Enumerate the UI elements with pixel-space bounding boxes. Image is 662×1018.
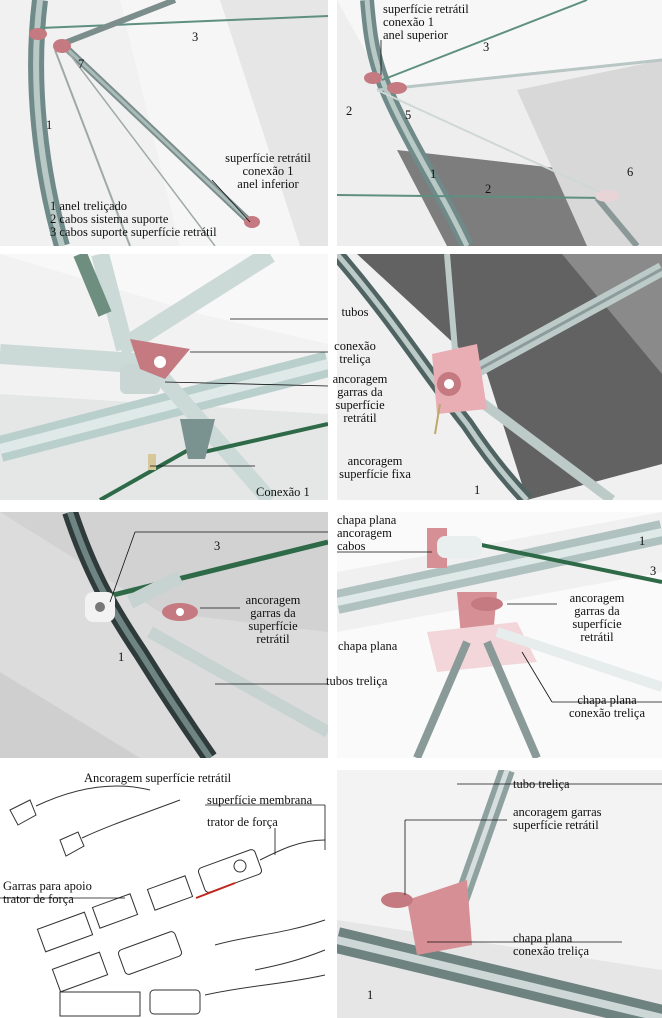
upper-ring-render <box>337 0 662 246</box>
panel-flat-plate-connection: 1 3 ancoragem garras da superfície retrá… <box>337 512 662 758</box>
anchor-sketch-drawing <box>0 785 326 1017</box>
label-tubes: tubos <box>341 305 369 319</box>
label-membrane-surface: superfície membrana <box>207 793 313 807</box>
legend: 1 anel treliçado 2 cabos sistema suporte… <box>50 199 217 239</box>
label-number-1: 1 <box>474 483 481 497</box>
label-number-5: 5 <box>405 108 412 122</box>
label-flat-plate: chapa plana <box>338 639 398 653</box>
callout-lower-ring: superfície retrátil conexão 1 anel infer… <box>225 151 311 191</box>
panel-truss-connection <box>337 254 662 500</box>
label-number-6: 6 <box>627 165 634 179</box>
connection-1-render <box>0 254 328 500</box>
label-force-tractor: trator de força <box>207 815 278 829</box>
label-flat-plate-truss: chapa plana conexão treliça <box>569 693 645 720</box>
flat-plate-render <box>337 512 662 758</box>
label-number-1: 1 <box>46 118 53 132</box>
label-support-claws: Garras para apoio trator de força <box>3 879 92 906</box>
panel-ring-cable-anchor: 3 1 ancoragem garras da superfície retrá… <box>0 512 328 758</box>
truss-tube-anchor-render <box>337 770 662 1018</box>
ring-cable-anchor-render <box>0 512 328 758</box>
panel-connection-1-detail: Conexão 1 <box>0 254 328 500</box>
panel-lower-ring-connection: 1 3 7 superfície retrátil conexão 1 anel… <box>0 0 328 246</box>
label-number-3: 3 <box>192 30 199 44</box>
label-retractable-anchor: ancoragem garras da superfície retrátil <box>245 593 301 646</box>
label-retractable-anchor: ancoragem garras da superfície retrátil <box>332 372 388 425</box>
label-flat-plate-cables: chapa plana ancoragem cabos <box>337 513 397 553</box>
label-number-1: 1 <box>367 988 374 1002</box>
label-truss-tube: tubo treliça <box>513 777 570 791</box>
label-number-1: 1 <box>639 534 646 548</box>
label-fixed-anchor: ancoragem superfície fixa <box>339 454 411 481</box>
label-number-3: 3 <box>214 539 221 553</box>
label-flat-plate-truss: chapa plana conexão treliça <box>513 931 589 958</box>
panel-anchor-sketch: Ancoragem superfície retrátil superfície… <box>0 770 328 1018</box>
label-number-3: 3 <box>483 40 490 54</box>
label-retractable-anchor-title: Ancoragem superfície retrátil <box>84 771 232 785</box>
label-number-1: 1 <box>118 650 125 664</box>
panel-truss-tube-anchor: tubo treliça ancoragem garras superfície… <box>337 770 662 1018</box>
label-number-3: 3 <box>650 564 657 578</box>
label-number-2: 2 <box>346 104 353 118</box>
label-retractable-anchor: ancoragem garras da superfície retrátil <box>569 591 625 644</box>
callout-upper-ring: superfície retrátil conexão 1 anel super… <box>383 2 469 42</box>
label-number-1: 1 <box>430 167 437 181</box>
label-truss-connection: conexão treliça <box>334 339 376 366</box>
panel-upper-ring-connection: superfície retrátil conexão 1 anel super… <box>337 0 662 246</box>
label-number-2: 2 <box>485 182 492 196</box>
label-number-7: 7 <box>78 57 85 71</box>
label-caption-connection-1: Conexão 1 <box>256 485 310 499</box>
label-truss-tubes: tubos treliça <box>326 674 388 688</box>
lower-ring-render <box>28 0 328 246</box>
truss-connection-render <box>337 254 662 500</box>
label-retractable-anchor: ancoragem garras superfície retrátil <box>513 805 602 832</box>
